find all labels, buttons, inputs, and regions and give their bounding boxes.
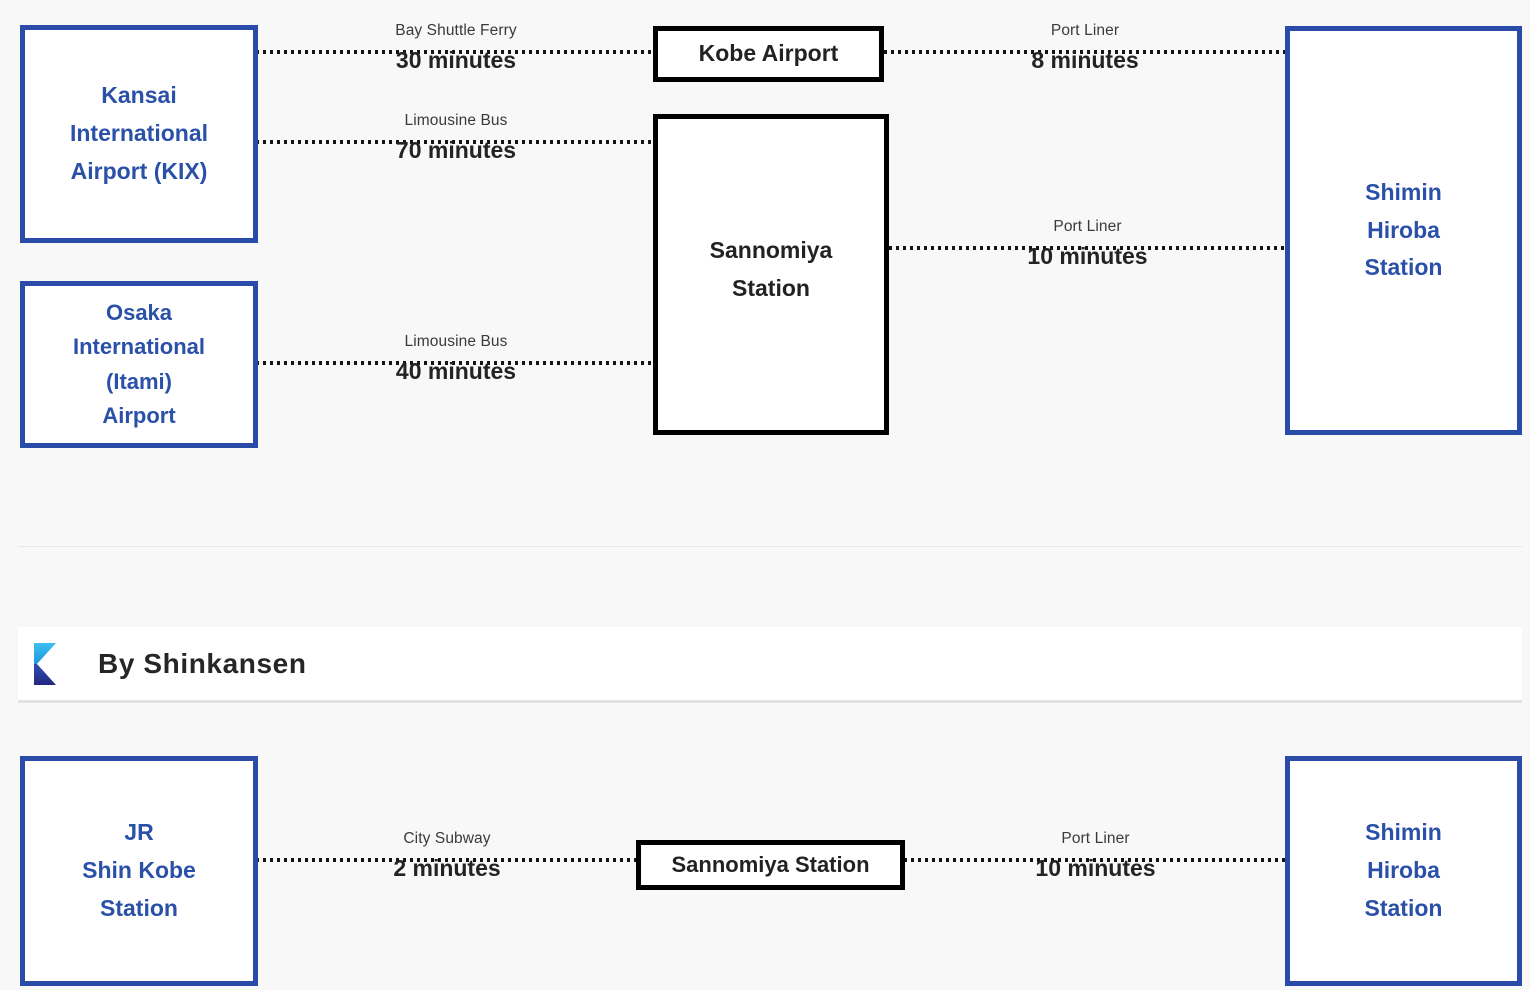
edge-line-kix-to-sannomiya: [256, 140, 656, 144]
node-shimin-hiroba-station: Shimin Hiroba Station: [1285, 26, 1522, 435]
node-osaka-itami-airport: Osaka International (Itami) Airport: [20, 281, 258, 448]
node-label-line: Airport: [102, 402, 176, 428]
node-label-line: Kansai: [101, 82, 177, 109]
node-label-line: International: [72, 334, 205, 360]
node-label-line: JR: [124, 819, 154, 846]
node-label-line: International: [69, 120, 208, 147]
node-label-line: Shimin: [1365, 819, 1442, 846]
node-jr-shin-kobe-station: JR Shin Kobe Station: [20, 756, 258, 986]
edge-label-sannomiya-to-shimin-hiroba-shinkansen: Port Liner 10 minutes: [904, 830, 1287, 881]
node-sannomiya-station-shinkansen: Sannomiya Station: [636, 840, 905, 890]
section-header-by-shinkansen: By Shinkansen: [18, 627, 1522, 703]
shinkansen-bowtie-icon: [34, 642, 56, 685]
node-label-line: Hiroba: [1367, 216, 1440, 243]
node-shimin-hiroba-station-shinkansen: Shimin Hiroba Station: [1285, 756, 1522, 986]
node-label-line: Hiroba: [1367, 857, 1440, 884]
node-label-line: Station: [732, 274, 810, 301]
section-divider: [18, 546, 1522, 547]
edge-mode: Port Liner: [1050, 22, 1120, 39]
edge-label-sannomiya-to-shimin-hiroba: Port Liner 10 minutes: [889, 218, 1286, 269]
edge-line-sannomiya-to-shimin-hiroba-shinkansen: [904, 858, 1287, 862]
edge-mode: Port Liner: [1053, 218, 1122, 235]
node-label-line: Station: [1364, 254, 1443, 281]
node-label-line: Shin Kobe: [82, 857, 196, 884]
edge-line-itami-to-sannomiya: [256, 361, 656, 365]
edge-mode: Port Liner: [1061, 830, 1130, 847]
edge-line-sannomiya-to-shimin-hiroba: [889, 246, 1286, 250]
node-sannomiya-station: Sannomiya Station: [653, 114, 889, 435]
node-label-line: (Itami): [106, 368, 172, 394]
edge-mode: Limousine Bus: [404, 333, 508, 350]
edge-label-kix-to-sannomiya: Limousine Bus 70 minutes: [256, 112, 656, 163]
node-label-line: Airport (KIX): [70, 157, 208, 184]
edge-label-itami-to-sannomiya: Limousine Bus 40 minutes: [256, 333, 656, 384]
edge-line-kobe-airport-to-shimin-hiroba: [884, 50, 1286, 54]
edge-mode: Bay Shuttle Ferry: [395, 22, 517, 39]
edge-line-kix-to-kobe-airport: [256, 50, 656, 54]
edge-label-shinkobe-to-sannomiya: City Subway 2 minutes: [256, 830, 638, 881]
edge-mode: City Subway: [403, 830, 491, 847]
section-header-title: By Shinkansen: [98, 647, 307, 679]
node-label-line: Station: [100, 894, 178, 921]
edge-line-shinkobe-to-sannomiya: [256, 858, 638, 862]
edge-mode: Limousine Bus: [404, 112, 508, 129]
edge-label-kix-to-kobe-airport: Bay Shuttle Ferry 30 minutes: [256, 22, 656, 73]
node-label-line: Osaka: [105, 300, 173, 326]
node-label-line: Sannomiya: [709, 236, 833, 263]
node-kansai-international-airport: Kansai International Airport (KIX): [20, 25, 258, 243]
node-label-line: Sannomiya Station: [671, 851, 870, 877]
edge-label-kobe-airport-to-shimin-hiroba: Port Liner 8 minutes: [884, 22, 1286, 73]
node-label-line: Shimin: [1365, 178, 1442, 205]
node-label-line: Station: [1364, 894, 1443, 921]
node-kobe-airport: Kobe Airport: [653, 26, 884, 82]
node-label-line: Kobe Airport: [698, 40, 839, 67]
